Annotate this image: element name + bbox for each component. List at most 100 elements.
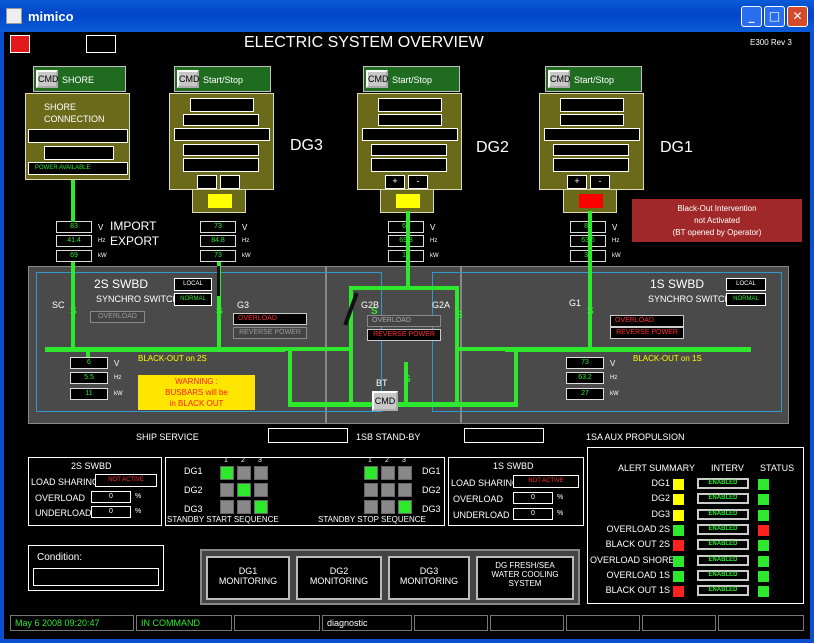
2s-local-button[interactable]: LOCAL: [174, 278, 212, 291]
dg1-minus-button[interactable]: -: [590, 175, 610, 189]
stop-seq-cell[interactable]: [381, 483, 395, 497]
stop-seq-cell[interactable]: [364, 466, 378, 480]
1s-local-button[interactable]: LOCAL: [726, 278, 766, 291]
sc-switch[interactable]: S: [70, 306, 77, 317]
warning-line-1: BUSBARS will be: [165, 388, 228, 397]
stop-seq-cell[interactable]: [381, 500, 395, 514]
interv-enable-button[interactable]: ENABLED: [697, 569, 749, 581]
start-seq-cell[interactable]: [220, 483, 234, 497]
stop-seq-cell[interactable]: [398, 500, 412, 514]
dg3-panel: [169, 93, 274, 190]
dg3-cmd-button[interactable]: CMD: [177, 70, 200, 88]
status-indicator: [758, 586, 769, 598]
start-seq-cell[interactable]: [254, 500, 268, 514]
dg2-plus-button[interactable]: +: [385, 175, 405, 189]
dg2-mon-line2: MONITORING: [309, 576, 369, 586]
alert-indicator: [673, 509, 684, 521]
g1-switch[interactable]: S: [587, 306, 594, 317]
dg3-label: DG3: [290, 137, 323, 154]
start-row-dg3: DG3: [184, 504, 203, 514]
dg2-tab[interactable]: CMD Start/Stop: [363, 66, 460, 92]
dg1-cmd-button[interactable]: CMD: [548, 70, 571, 88]
dg3-plus-button[interactable]: [197, 175, 217, 189]
alert-indicator: [673, 555, 684, 567]
dg1-breaker-indicator[interactable]: [579, 194, 603, 208]
interv-enable-button[interactable]: ENABLED: [697, 554, 749, 566]
start-seq-cell[interactable]: [254, 483, 268, 497]
interv-enable-button[interactable]: ENABLED: [697, 585, 749, 597]
dg1-tab[interactable]: CMD Start/Stop: [545, 66, 642, 92]
stop-seq-cell[interactable]: [381, 466, 395, 480]
condition-field: [33, 568, 159, 586]
2s-normal-button[interactable]: NORMAL: [174, 293, 212, 306]
interv-enable-button[interactable]: ENABLED: [697, 539, 749, 551]
dg2-cmd-button[interactable]: CMD: [366, 70, 389, 88]
shore-tab[interactable]: CMD SHORE: [33, 66, 126, 92]
interv-enable-button[interactable]: ENABLED: [697, 523, 749, 535]
status-indicator: [758, 570, 769, 582]
g3-switch[interactable]: S: [216, 306, 223, 317]
unit-v: V: [612, 223, 618, 232]
maximize-button[interactable]: □: [764, 6, 785, 27]
dg1-field-3: [544, 128, 640, 141]
stop-seq-cell[interactable]: [364, 500, 378, 514]
start-seq-cell[interactable]: [254, 466, 268, 480]
bt-cmd-button[interactable]: CMD: [372, 391, 398, 411]
dg1-field-1: [560, 98, 624, 112]
1s-load-title: 1S SWBD: [493, 461, 534, 471]
stop-seq-cell[interactable]: [398, 483, 412, 497]
close-button[interactable]: ✕: [787, 6, 808, 27]
header-blank-box[interactable]: [86, 35, 116, 53]
unit-kw: kW: [610, 391, 619, 397]
dg3-tab[interactable]: CMD Start/Stop: [174, 66, 271, 92]
status-field-6: [490, 615, 564, 631]
dg1-feed-line: [588, 211, 592, 351]
dg3-field-4: [183, 144, 259, 156]
dg2-field-5: [371, 158, 447, 172]
stop-seq-cell[interactable]: [398, 466, 412, 480]
g2a-switch[interactable]: S: [456, 310, 463, 321]
dg2-minus-button[interactable]: -: [408, 175, 428, 189]
blackout-line-3: (BT opened by Operator): [672, 228, 762, 237]
start-seq-cell[interactable]: [237, 483, 251, 497]
start-col-2: 2: [241, 457, 245, 464]
g3-reverse-tag: REVERSE POWER: [233, 327, 307, 339]
interv-enable-button[interactable]: ENABLED: [697, 508, 749, 520]
g1-overload-tag: OVERLOAD: [610, 315, 684, 327]
bt-switch[interactable]: S: [404, 374, 411, 385]
dg3-minus-button[interactable]: [220, 175, 240, 189]
alert-indicator: [673, 494, 684, 506]
start-seq-cell[interactable]: [237, 466, 251, 480]
1s-normal-button[interactable]: NORMAL: [726, 293, 766, 306]
start-row-dg1: DG1: [184, 466, 203, 476]
dg2-field-1: [378, 98, 442, 112]
g2b-switch[interactable]: S: [371, 306, 378, 317]
alarm-indicator[interactable]: [10, 35, 30, 53]
dg3-breaker-indicator[interactable]: [208, 194, 232, 208]
interv-enable-button[interactable]: ENABLED: [697, 493, 749, 505]
2s-underload-pct: %: [135, 508, 142, 515]
shore-cmd-button[interactable]: CMD: [36, 70, 59, 88]
shore-frequency: 41.4: [56, 235, 92, 247]
unit-kw: kW: [242, 253, 251, 259]
1s-busbar: [505, 347, 751, 352]
status-indicator: [758, 494, 769, 506]
start-seq-cell[interactable]: [220, 466, 234, 480]
dg2-breaker-indicator[interactable]: [396, 194, 420, 208]
stop-seq-cell[interactable]: [364, 483, 378, 497]
shore-voltage: 83: [56, 221, 92, 233]
minimize-button[interactable]: _: [741, 6, 762, 27]
dg1-panel: + -: [539, 93, 644, 190]
1s-voltage: 73: [566, 357, 604, 369]
page-title: ELECTRIC SYSTEM OVERVIEW: [244, 34, 484, 51]
start-seq-cell[interactable]: [220, 500, 234, 514]
dg3-field-3: [174, 128, 270, 141]
interv-enable-button[interactable]: ENABLED: [697, 478, 749, 489]
start-seq-cell[interactable]: [237, 500, 251, 514]
dg1-plus-button[interactable]: +: [567, 175, 587, 189]
dg1-field-2: [560, 114, 624, 126]
